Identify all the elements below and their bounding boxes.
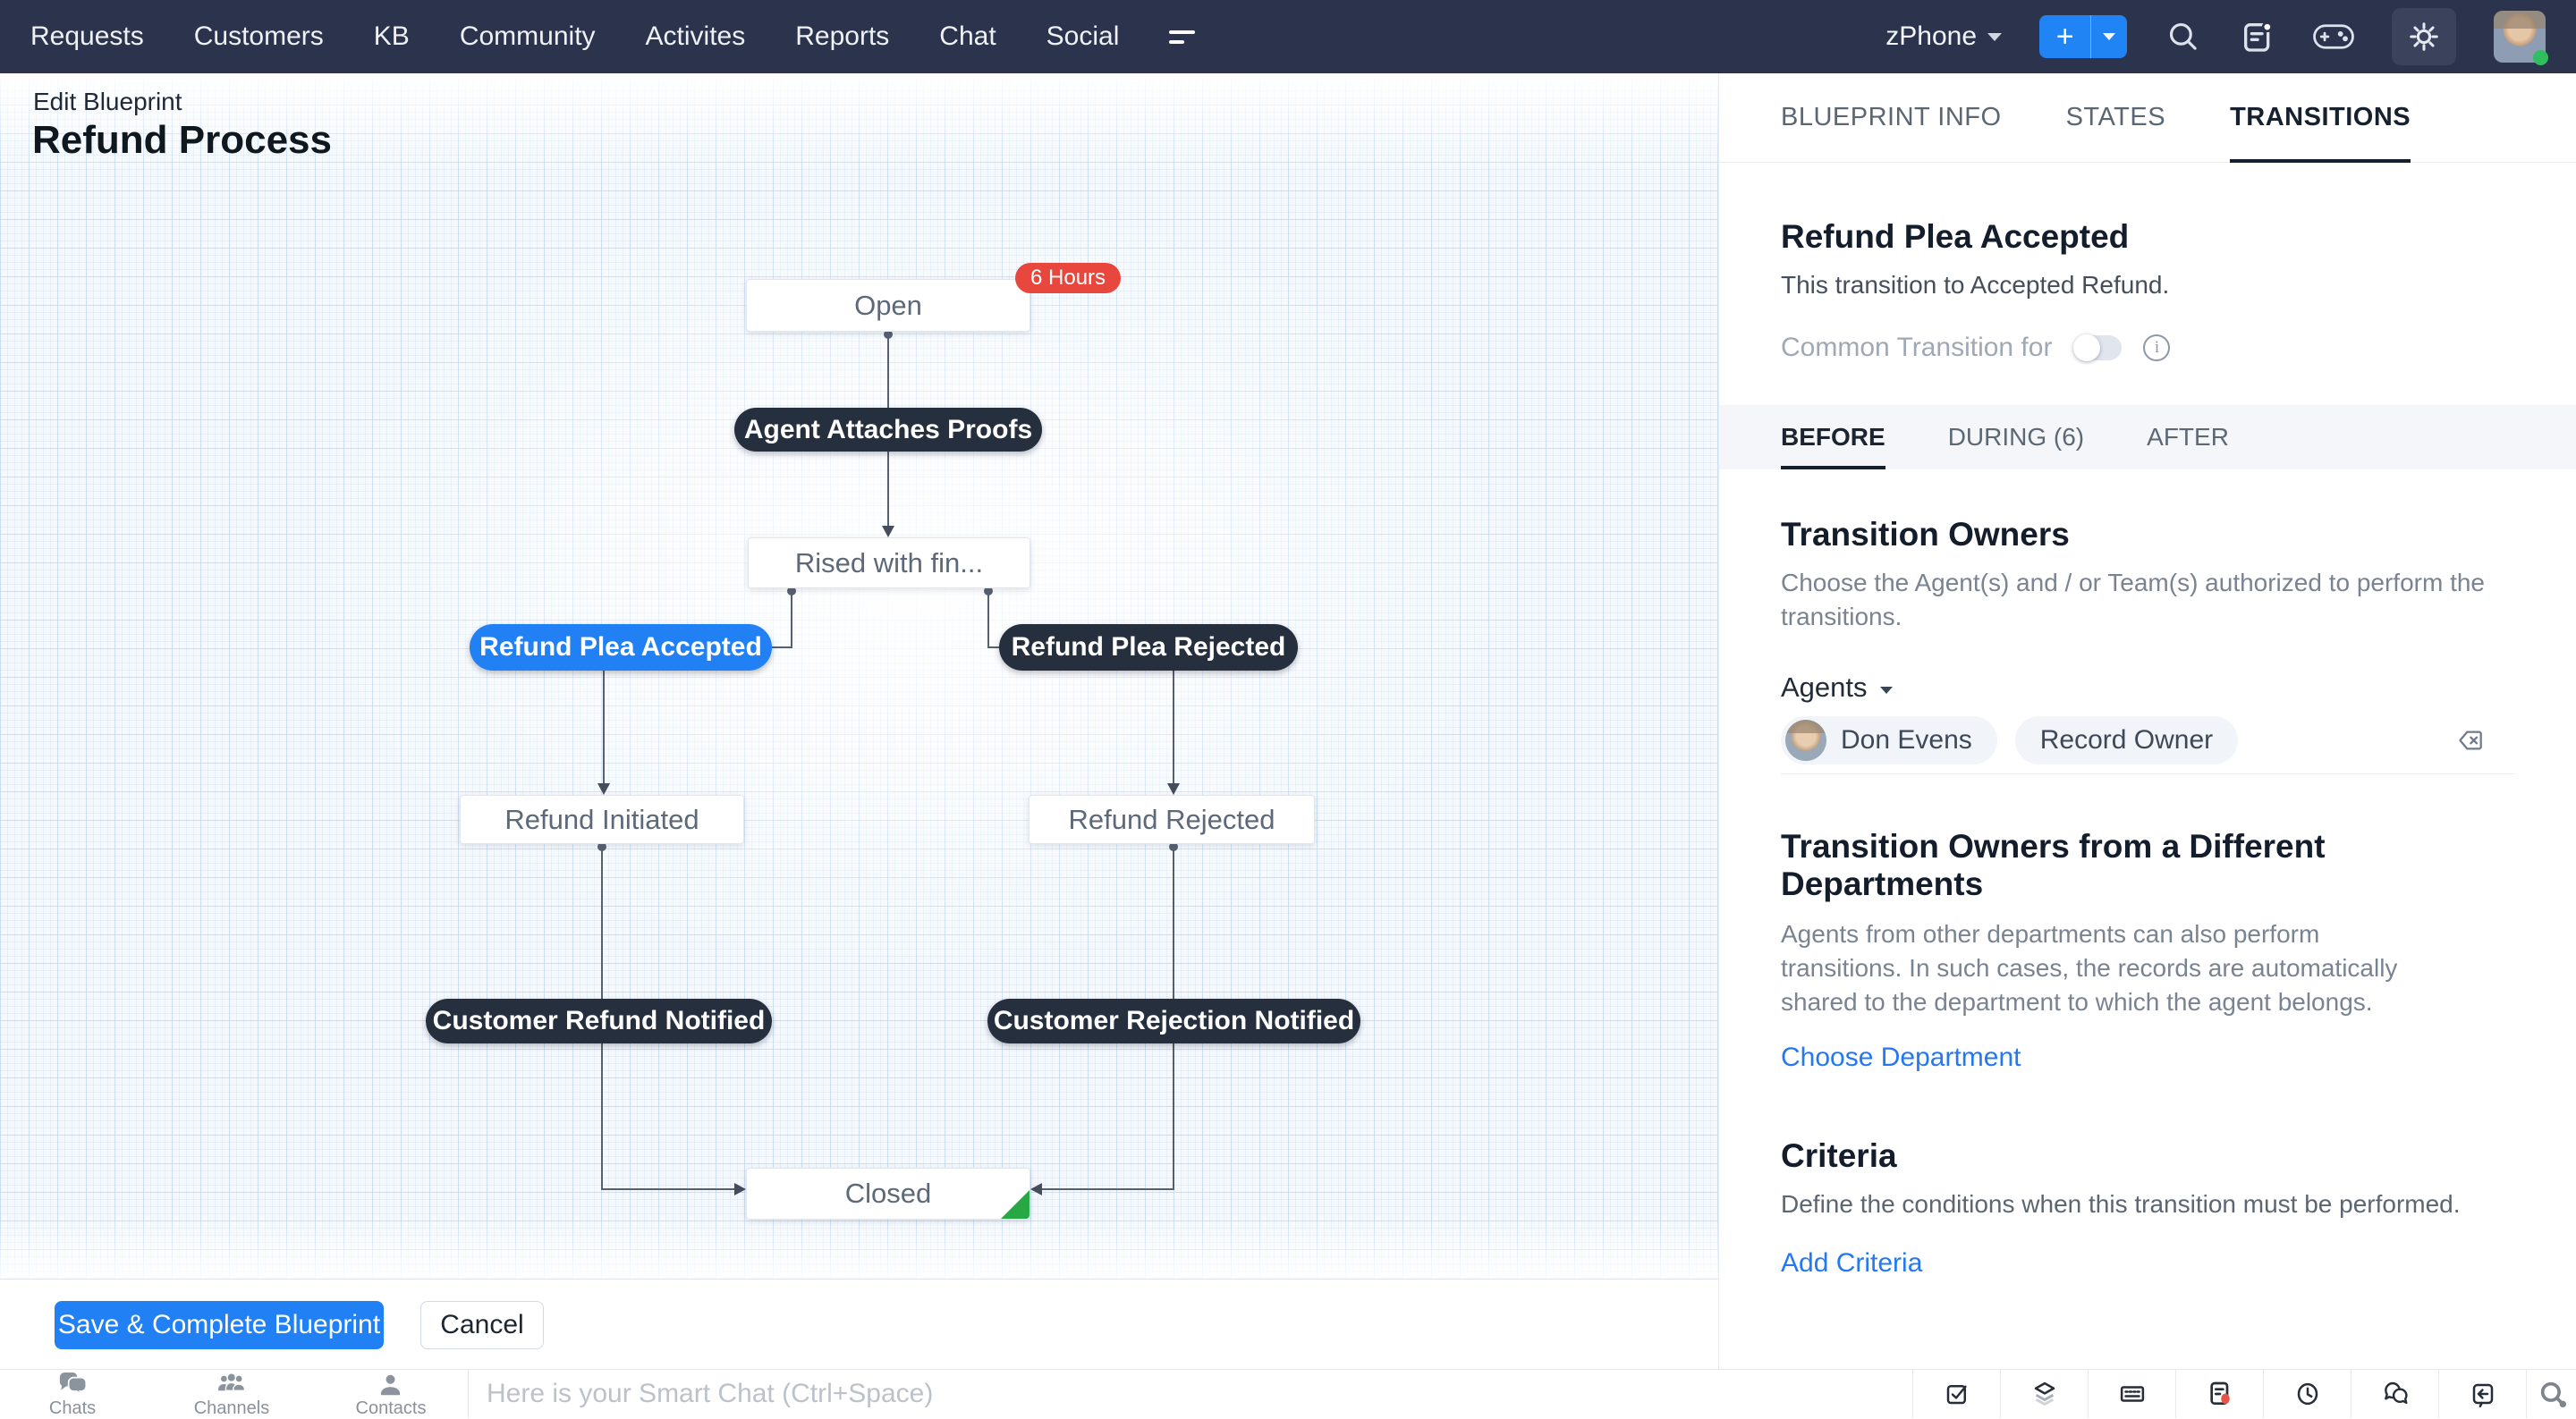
sla-escalation-badge: 6 Hours xyxy=(1015,263,1122,293)
tab-states[interactable]: STATES xyxy=(2065,103,2166,131)
more-menu-icon[interactable] xyxy=(1169,30,1196,44)
product-name: zPhone xyxy=(1885,21,1977,51)
dock-item-chats[interactable]: Chats xyxy=(49,1373,96,1419)
channels-icon xyxy=(218,1373,246,1391)
dock-search-icon[interactable] xyxy=(2526,1370,2576,1418)
transition-refund-plea-rejected[interactable]: Refund Plea Rejected xyxy=(999,624,1298,671)
keyboard-icon[interactable] xyxy=(2088,1370,2175,1418)
tasks-icon[interactable] xyxy=(1912,1370,2000,1418)
state-label: Closed xyxy=(844,1178,932,1209)
info-icon[interactable]: i xyxy=(2143,334,2171,361)
agent-chip-don-evens[interactable]: Don Evens xyxy=(1781,716,1997,764)
nav-item-activites[interactable]: Activites xyxy=(645,21,746,51)
transition-refund-plea-accepted[interactable]: Refund Plea Accepted xyxy=(470,624,772,671)
transition-name-heading: Refund Plea Accepted xyxy=(1781,218,2130,255)
common-transition-label: Common Transition for xyxy=(1781,333,2053,362)
state-node-rised-with-fin[interactable]: Rised with fin... xyxy=(748,537,1030,588)
search-icon[interactable] xyxy=(2165,18,2202,55)
state-node-open[interactable]: Open xyxy=(746,279,1030,332)
nav-item-kb[interactable]: KB xyxy=(373,21,410,51)
tab-blueprint-info[interactable]: BLUEPRINT INFO xyxy=(1781,103,2002,131)
gear-icon xyxy=(2410,22,2438,51)
agent-chip-record-owner[interactable]: Record Owner xyxy=(2014,716,2239,764)
nav-item-reports[interactable]: Reports xyxy=(795,21,890,51)
tab-after[interactable]: AFTER xyxy=(2147,423,2229,451)
notes-reminder-icon[interactable] xyxy=(2175,1370,2263,1418)
flow-connectors xyxy=(597,330,1180,1195)
smart-chat-input[interactable] xyxy=(487,1370,1274,1418)
transition-customer-rejection-notified[interactable]: Customer Rejection Notified xyxy=(987,999,1360,1043)
add-criteria-link[interactable]: Add Criteria xyxy=(1781,1248,1923,1278)
dock-item-contacts[interactable]: Contacts xyxy=(355,1373,427,1419)
agent-avatar xyxy=(1785,720,1826,761)
gamescope-icon[interactable] xyxy=(2313,21,2354,52)
top-navigation: Requests Customers KB Community Activite… xyxy=(0,0,2576,73)
state-node-closed[interactable]: Closed xyxy=(746,1168,1030,1220)
nav-item-community[interactable]: Community xyxy=(459,21,596,51)
transition-detail-panel: BLUEPRINT INFO STATES TRANSITIONS Refund… xyxy=(1718,73,2576,1369)
agents-dropdown-label[interactable]: Agents xyxy=(1781,671,1868,703)
transition-customer-refund-notified[interactable]: Customer Refund Notified xyxy=(426,999,772,1043)
transition-description: This transition to Accepted Refund. xyxy=(1781,271,2170,299)
criteria-description: Define the conditions when this transiti… xyxy=(1781,1190,2461,1218)
nav-item-chat[interactable]: Chat xyxy=(939,21,996,51)
panel-tabs: BLUEPRINT INFO STATES TRANSITIONS xyxy=(1719,73,2576,163)
chats-icon xyxy=(59,1373,88,1398)
activity-feed-icon[interactable] xyxy=(2240,19,2275,55)
different-departments-description: Agents from other departments can also p… xyxy=(1781,920,2398,1016)
chat-bubbles-icon[interactable] xyxy=(2351,1370,2438,1418)
plus-icon[interactable]: + xyxy=(2039,15,2092,58)
chevron-down-icon xyxy=(1987,32,2002,41)
contacts-icon xyxy=(381,1374,401,1396)
nav-item-requests[interactable]: Requests xyxy=(30,21,144,51)
reply-icon[interactable] xyxy=(2438,1370,2526,1418)
user-avatar[interactable] xyxy=(2494,11,2548,65)
transition-owners-description: Choose the Agent(s) and / or Team(s) aut… xyxy=(1781,569,2486,630)
settings-button[interactable] xyxy=(2392,8,2456,65)
nav-item-customers[interactable]: Customers xyxy=(193,21,324,51)
dock-divider xyxy=(468,1370,469,1418)
common-transition-toggle[interactable] xyxy=(2073,334,2123,361)
choose-department-link[interactable]: Choose Department xyxy=(1781,1043,2021,1072)
state-node-refund-rejected[interactable]: Refund Rejected xyxy=(1029,795,1315,844)
agent-chip-label: Record Owner xyxy=(2039,725,2214,755)
nav-item-social[interactable]: Social xyxy=(1046,21,1120,51)
page-title: Refund Process xyxy=(32,118,332,162)
add-new-button[interactable]: + xyxy=(2039,15,2127,58)
save-complete-blueprint-button[interactable]: Save & Complete Blueprint xyxy=(55,1301,384,1349)
state-node-refund-initiated[interactable]: Refund Initiated xyxy=(460,795,744,844)
dock-label: Channels xyxy=(193,1398,270,1418)
dock-label: Chats xyxy=(48,1398,97,1418)
product-switcher[interactable]: zPhone xyxy=(1885,21,2002,52)
dock-label: Contacts xyxy=(355,1398,427,1418)
chevron-down-icon[interactable] xyxy=(1879,687,1893,694)
agents-field[interactable]: Don Evens Record Owner xyxy=(1781,716,2514,774)
tab-transitions[interactable]: TRANSITIONS xyxy=(2230,73,2411,163)
layers-icon[interactable] xyxy=(2000,1370,2088,1418)
breadcrumb: Edit Blueprint xyxy=(33,88,182,115)
cancel-button[interactable]: Cancel xyxy=(420,1301,544,1349)
bottom-dock: Chats Channels Contacts xyxy=(0,1369,2576,1418)
clear-agents-icon[interactable] xyxy=(2457,726,2486,755)
tab-before[interactable]: BEFORE xyxy=(1781,405,1885,469)
criteria-heading: Criteria xyxy=(1781,1137,1897,1174)
add-new-dropdown[interactable] xyxy=(2091,15,2127,58)
transition-agent-attaches-proofs[interactable]: Agent Attaches Proofs xyxy=(734,408,1042,452)
agent-chip-label: Don Evens xyxy=(1841,725,1972,755)
phase-tabs: BEFORE DURING (6) AFTER xyxy=(1719,405,2576,469)
online-status-dot xyxy=(2533,50,2548,65)
blueprint-canvas[interactable]: Edit Blueprint Refund Process 6 xyxy=(0,73,1718,1280)
transition-owners-heading: Transition Owners xyxy=(1781,516,2070,553)
tab-during[interactable]: DURING (6) xyxy=(1947,423,2085,451)
different-departments-heading: Transition Owners from a Different Depar… xyxy=(1781,828,2326,902)
history-clock-icon[interactable] xyxy=(2263,1370,2351,1418)
dock-item-channels[interactable]: Channels xyxy=(193,1373,270,1419)
closed-corner-marker xyxy=(1001,1190,1030,1219)
